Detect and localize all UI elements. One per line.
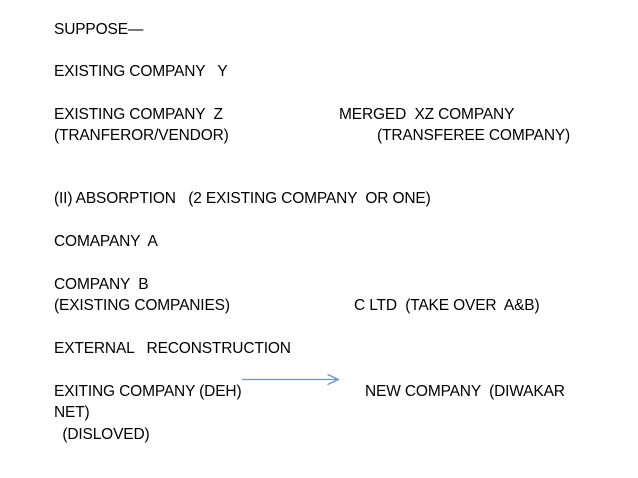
text-company-b: COMPANY B — [54, 276, 149, 293]
transformation-arrow — [240, 370, 344, 388]
text-exiting-company-deh: EXITING COMPANY (DEH) — [54, 383, 242, 400]
text-existing-companies: (EXISTING COMPANIES) — [54, 297, 230, 314]
text-transferee-company: (TRANSFEREE COMPANY) — [377, 127, 571, 144]
text-new-company-diwakar: NEW COMPANY (DIWAKAR — [365, 383, 565, 400]
text-existing-company-z: EXISTING COMPANY Z — [54, 106, 223, 123]
text-net: NET) — [54, 404, 90, 421]
text-external-reconstruction: EXTERNAL RECONSTRUCTION — [54, 340, 291, 357]
text-existing-company-y: EXISTING COMPANY Y — [54, 63, 228, 80]
text-absorption-heading: (II) ABSORPTION (2 EXISTING COMPANY OR O… — [54, 190, 431, 207]
text-c-ltd-takeover: C LTD (TAKE OVER A&B) — [354, 297, 540, 314]
text-disloved: (DISLOVED) — [54, 426, 150, 443]
text-company-a: COMAPANY A — [54, 233, 158, 250]
text-transferor-vendor: (TRANFEROR/VENDOR) — [54, 127, 229, 144]
text-merged-xz-company: MERGED XZ COMPANY — [339, 106, 515, 123]
arrow-right-icon — [242, 373, 340, 386]
text-suppose: SUPPOSE— — [54, 21, 144, 38]
